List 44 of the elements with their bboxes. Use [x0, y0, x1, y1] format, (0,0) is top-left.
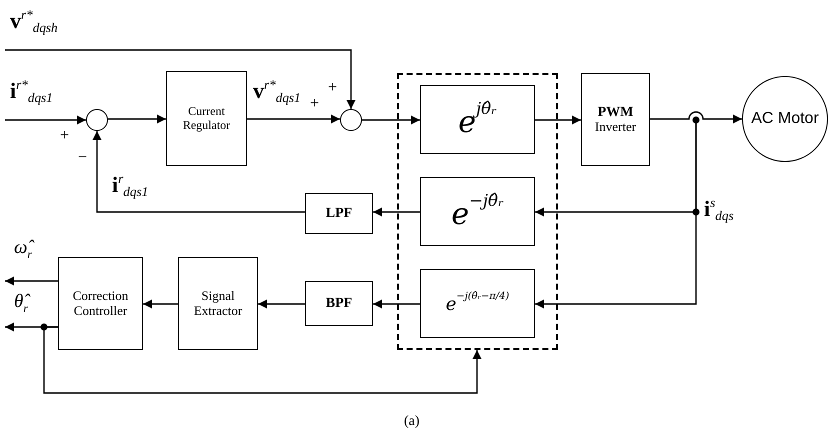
node-text: Inverter — [594, 120, 636, 134]
current-regulator-box — [166, 71, 247, 166]
signal-label: + — [328, 80, 338, 96]
node-text: BPF — [326, 296, 352, 312]
node-text: ω̂$_{r}$ — [14, 238, 32, 262]
arrow — [373, 208, 420, 216]
arrow — [143, 300, 178, 308]
rotation-block — [420, 269, 535, 338]
node-text: e$^{−jθ̂ᵣ}$ — [451, 192, 504, 232]
summing-junction — [86, 109, 108, 131]
arrow — [5, 116, 86, 124]
signal-label: + — [310, 96, 320, 112]
signal-label: − — [78, 150, 88, 166]
node-text: e$^{−j(θ̂ᵣ−π/4)}$ — [446, 292, 510, 315]
node-text: AC Motor — [751, 110, 819, 128]
arrow — [247, 114, 340, 124]
arrow — [43, 326, 482, 394]
signal-label: + — [60, 128, 70, 144]
arrow — [108, 114, 166, 124]
node-text: LPF — [326, 206, 352, 222]
caption: (a) — [404, 414, 420, 430]
node-text: Signal Extractor — [192, 289, 244, 318]
node-text: PWM — [598, 104, 634, 120]
node-text: Correction Controller — [72, 289, 130, 318]
arrow — [5, 49, 356, 109]
dashed-group-box — [397, 73, 558, 350]
arrow — [5, 276, 58, 286]
arrow — [535, 116, 581, 124]
rotation-block — [420, 177, 535, 246]
arrow — [362, 116, 420, 124]
arrow — [650, 111, 742, 124]
node-text: e$^{jθ̂ᵣ}$ — [458, 100, 497, 140]
correction-controller-box — [58, 257, 143, 350]
node-text: θ̂$_{r}$ — [14, 292, 28, 316]
lpf-box — [305, 193, 373, 234]
rotation-block — [420, 85, 535, 154]
bpf-box — [305, 281, 373, 326]
pwm-inverter-box — [581, 73, 650, 166]
arrow — [373, 300, 420, 308]
arrow — [92, 131, 305, 213]
arrow — [258, 300, 305, 308]
node-text: Current Regulator — [182, 105, 232, 132]
summing-junction — [340, 109, 362, 131]
signal-extractor-box — [178, 257, 258, 350]
